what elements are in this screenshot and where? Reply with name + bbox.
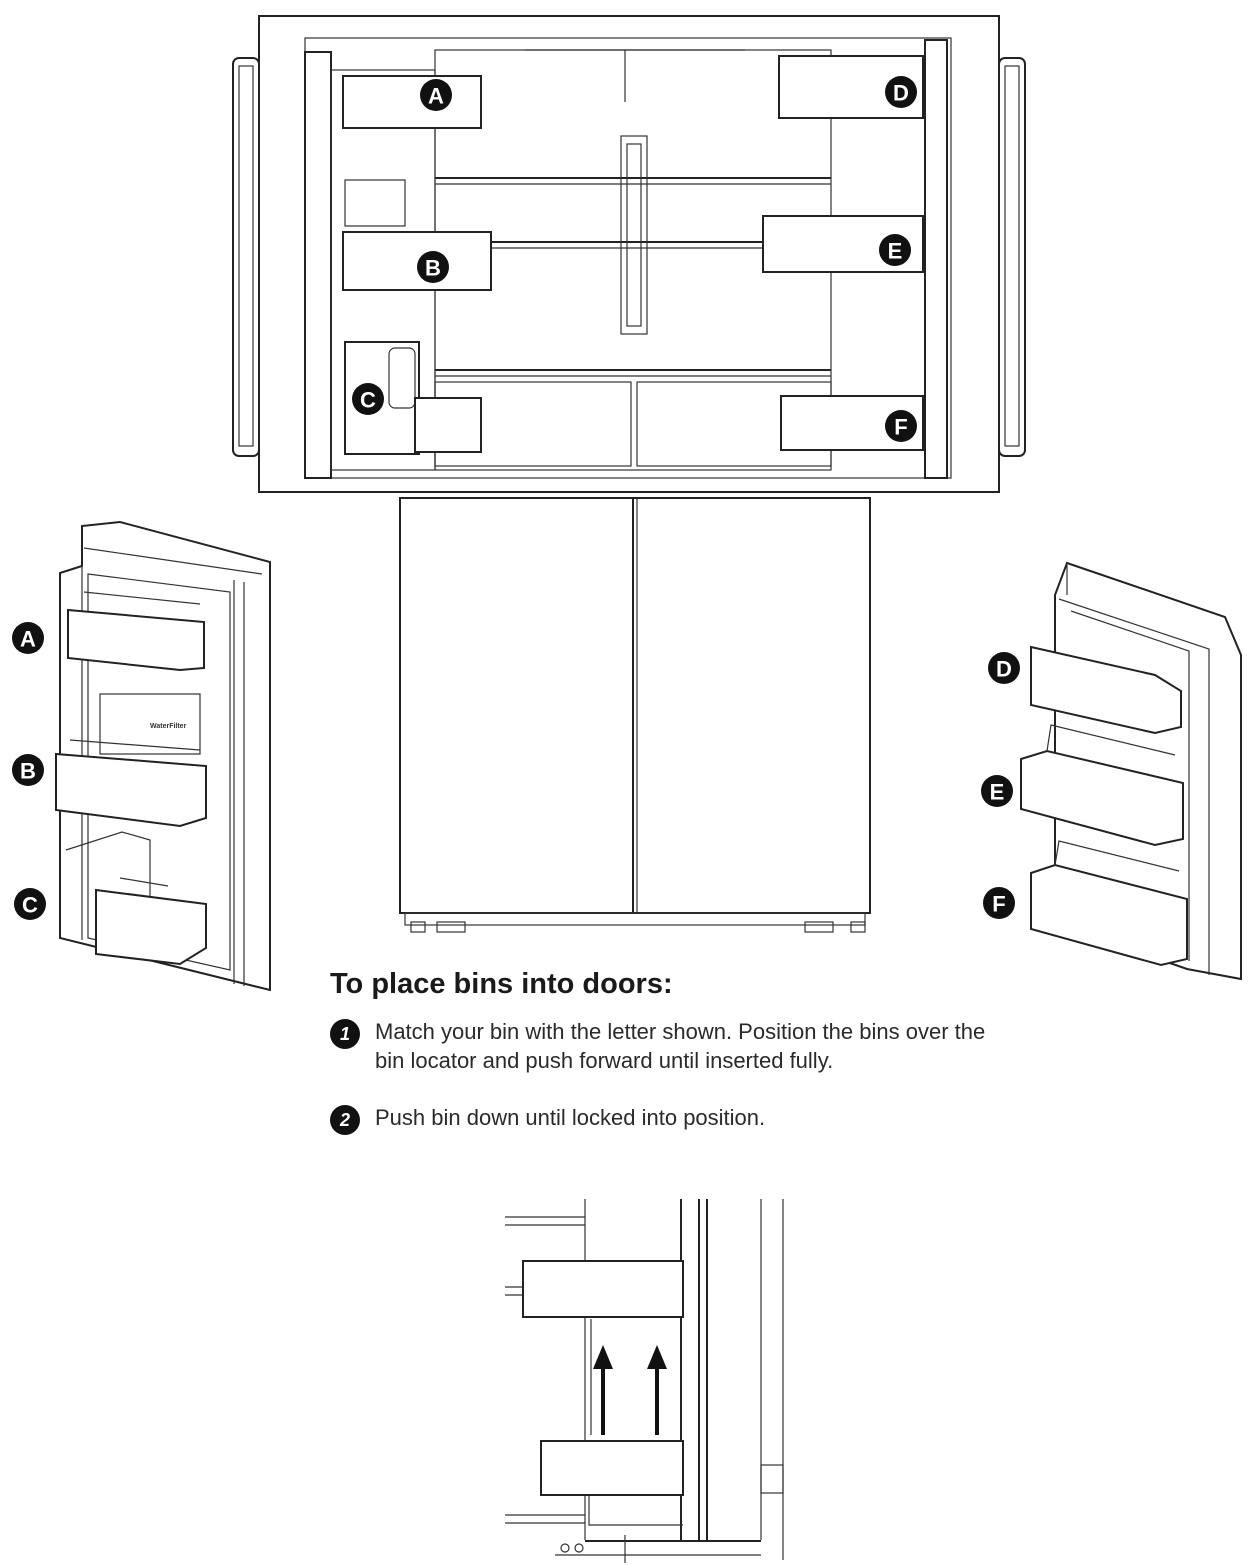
right-door-badge-f: F: [983, 887, 1015, 919]
left-door-diagram: WaterFilter A B C: [12, 520, 271, 992]
svg-text:F: F: [992, 892, 1005, 917]
svg-text:C: C: [22, 893, 38, 918]
step-number-1: 1: [330, 1019, 360, 1049]
right-door-badge-d: D: [988, 652, 1020, 684]
svg-text:C: C: [360, 388, 376, 413]
svg-text:B: B: [425, 256, 441, 281]
svg-text:E: E: [990, 780, 1005, 805]
instructions-block: To place bins into doors: 1 Match your b…: [330, 968, 990, 1160]
svg-text:E: E: [888, 239, 903, 264]
svg-text:B: B: [20, 759, 36, 784]
step-number-2: 2: [330, 1105, 360, 1135]
step-text-1: Match your bin with the letter shown. Po…: [375, 1019, 986, 1073]
bin-badge-a: A: [420, 79, 452, 111]
bin-badge-f: F: [885, 410, 917, 442]
bin-badge-b: B: [417, 251, 449, 283]
step-text-2: Push bin down until locked into position…: [375, 1105, 766, 1130]
instructions-title: To place bins into doors:: [330, 968, 673, 1000]
push-up-arrow-right: [647, 1345, 667, 1435]
bin-badge-e: E: [879, 234, 911, 266]
push-up-arrow-left: [593, 1345, 613, 1435]
svg-text:A: A: [20, 627, 36, 652]
bin-badge-d: D: [885, 76, 917, 108]
open-refrigerator-diagram: A B C D E F: [232, 15, 1026, 933]
left-door-badge-b: B: [12, 754, 44, 786]
left-door-badge-c: C: [14, 888, 46, 920]
bin-insertion-diagram: [505, 1199, 784, 1563]
right-door-diagram: D E F: [981, 561, 1242, 981]
svg-text:D: D: [893, 81, 909, 106]
bin-badge-c: C: [352, 383, 384, 415]
svg-text:D: D: [996, 657, 1012, 682]
instruction-step-1: 1 Match your bin with the letter shown. …: [330, 1017, 990, 1075]
right-door-badge-e: E: [981, 775, 1013, 807]
water-filter-label: WaterFilter: [150, 723, 187, 730]
svg-text:A: A: [428, 84, 444, 109]
svg-text:F: F: [894, 415, 907, 440]
left-door-badge-a: A: [12, 622, 44, 654]
instruction-step-2: 2 Push bin down until locked into positi…: [330, 1103, 990, 1135]
